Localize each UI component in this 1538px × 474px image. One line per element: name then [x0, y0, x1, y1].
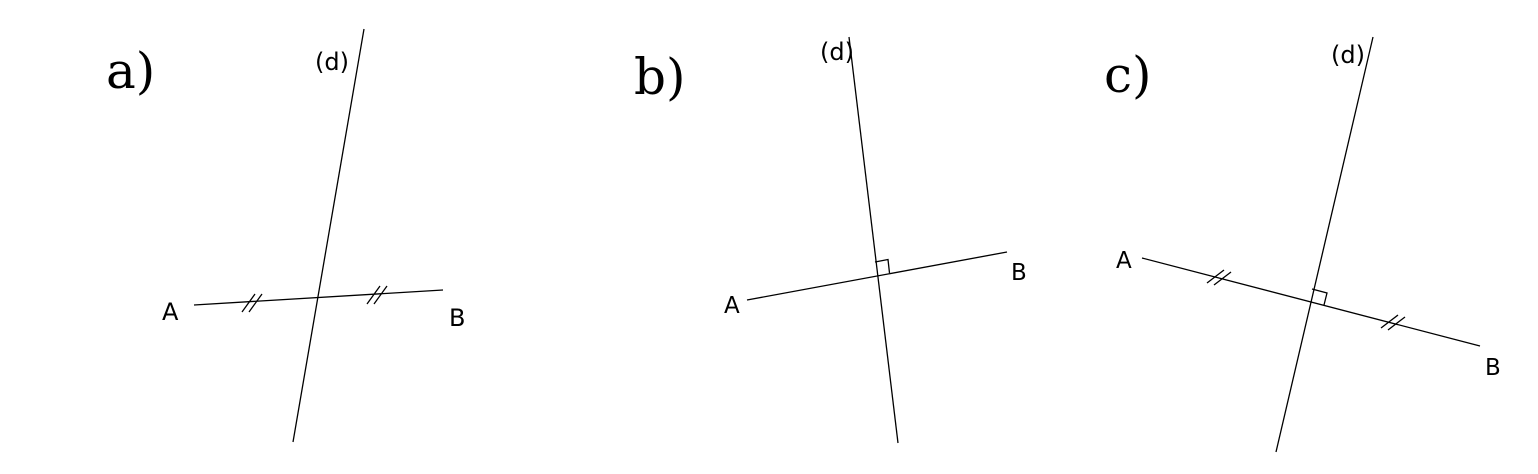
- panel-c-label: c): [1104, 46, 1152, 104]
- panel-c-line-label: (d): [1331, 41, 1365, 69]
- panel-b-line-d: [848, 36, 899, 444]
- panel-a-point-a: A: [162, 298, 179, 326]
- panel-c-line-d: [1275, 36, 1374, 453]
- panel-b: b) (d) A B: [634, 36, 1027, 444]
- panel-c-segment-ab: [1141, 257, 1481, 347]
- panel-c: c) (d) A B: [1104, 36, 1501, 453]
- panel-a-line-d: [292, 28, 365, 443]
- panel-c-equal-mark-left: [1206, 269, 1232, 286]
- panel-a-label: a): [106, 42, 155, 100]
- panel-c-right-angle-mark: [1311, 288, 1328, 306]
- panel-c-point-a: A: [1116, 248, 1132, 274]
- panel-b-label: b): [634, 48, 686, 106]
- panel-a-line-label: (d): [315, 48, 349, 76]
- panel-b-line-label: (d): [820, 38, 854, 66]
- panel-a: a) (d) A B: [106, 28, 465, 443]
- panel-a-equal-mark-right: [366, 285, 388, 305]
- panel-b-point-a: A: [724, 293, 740, 319]
- panel-a-equal-mark-left: [241, 293, 263, 313]
- panel-b-right-angle-mark: [874, 258, 891, 274]
- panel-a-point-b: B: [449, 304, 465, 332]
- panel-c-equal-mark-right: [1380, 314, 1406, 331]
- panel-a-segment-ab: [193, 289, 444, 306]
- panel-b-point-b: B: [1011, 260, 1027, 286]
- panel-b-segment-ab: [746, 251, 1008, 301]
- panel-c-point-b: B: [1485, 355, 1501, 381]
